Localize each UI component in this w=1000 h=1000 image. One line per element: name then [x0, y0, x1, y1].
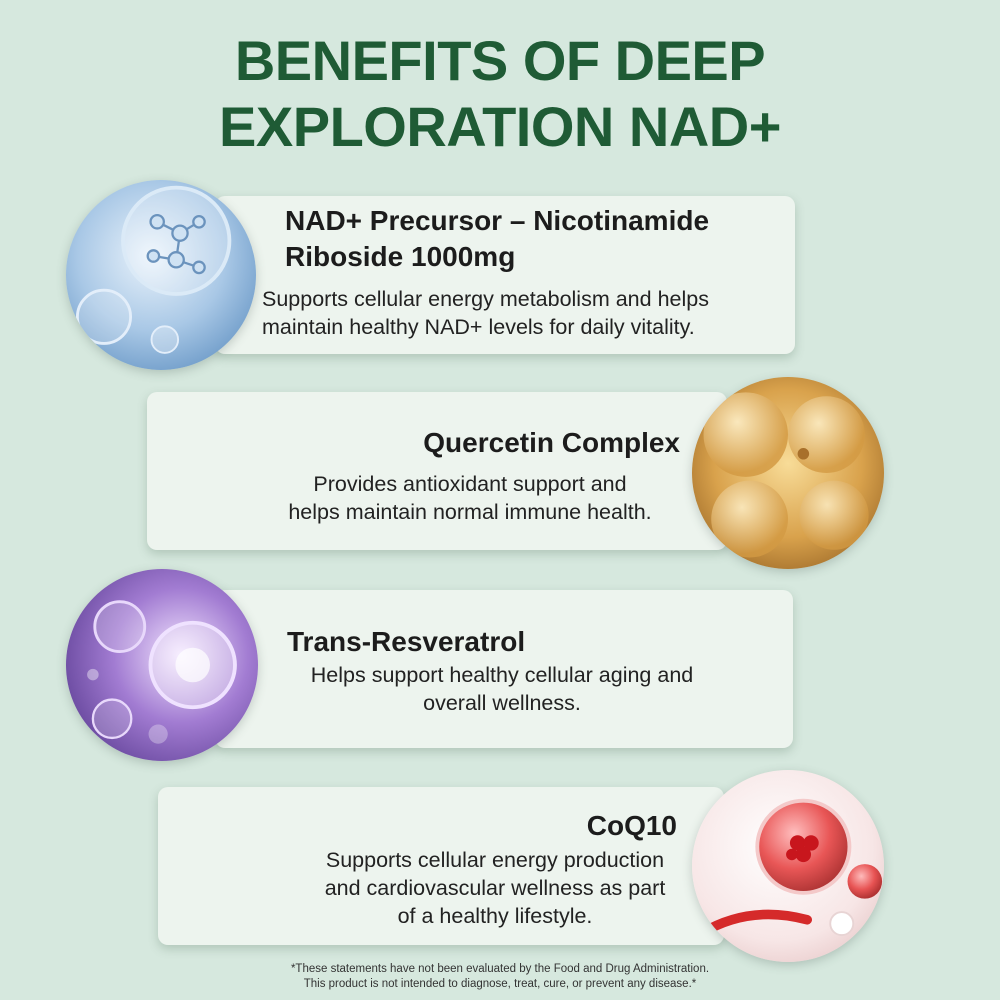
- page-title: BENEFITS OF DEEP EXPLORATION NAD+: [0, 28, 1000, 160]
- blue-molecule-bubble-icon: [66, 180, 256, 370]
- disclaimer-line-1: *These statements have not been evaluate…: [290, 963, 710, 975]
- benefit-title-line: NAD+ Precursor – Nicotinamide: [285, 205, 710, 236]
- benefit-title-line: Quercetin Complex: [423, 427, 680, 458]
- benefit-title-coq10: CoQ10: [380, 808, 677, 844]
- benefit-desc-line: maintain healthy NAD+ levels for daily v…: [262, 315, 695, 339]
- benefit-title-quercetin: Quercetin Complex: [300, 425, 680, 461]
- disclaimer-line-2: This product is not intended to diagnose…: [303, 978, 697, 990]
- benefit-title-line: Riboside 1000mg: [285, 241, 516, 272]
- benefit-desc-line: Supports cellular energy metabolism and …: [262, 287, 709, 311]
- benefit-desc-coq10: Supports cellular energy production and …: [290, 846, 700, 930]
- red-capsule-icon: [692, 770, 884, 962]
- benefit-desc-line: Helps support healthy cellular aging and: [310, 663, 694, 687]
- page-title-line-2: EXPLORATION NAD+: [219, 95, 781, 158]
- benefit-desc-line: overall wellness.: [423, 691, 581, 715]
- benefit-desc-line: of a healthy lifestyle.: [397, 904, 593, 928]
- benefit-desc-nad-precursor: Supports cellular energy metabolism and …: [262, 285, 787, 341]
- benefit-title-line: CoQ10: [586, 810, 677, 841]
- benefit-desc-line: and cardiovascular wellness as part: [324, 876, 666, 900]
- fda-disclaimer: *These statements have not been evaluate…: [0, 962, 1000, 992]
- benefit-card-nad-precursor: [215, 196, 795, 354]
- benefit-desc-resveratrol: Helps support healthy cellular aging and…: [262, 661, 742, 717]
- benefit-card-coq10: [158, 787, 724, 945]
- benefit-title-line: Trans-Resveratrol: [287, 626, 526, 657]
- benefit-card-quercetin: [147, 392, 727, 550]
- benefit-card-resveratrol: [215, 590, 793, 748]
- page-title-line-1: BENEFITS OF DEEP: [234, 29, 766, 92]
- benefit-desc-line: Provides antioxidant support and: [313, 472, 627, 496]
- golden-oil-bubbles-icon: [692, 377, 884, 569]
- benefit-title-resveratrol: Trans-Resveratrol: [287, 624, 737, 660]
- benefit-desc-line: Supports cellular energy production: [325, 848, 665, 872]
- benefit-desc-quercetin: Provides antioxidant support and helps m…: [240, 470, 700, 526]
- benefit-title-nad-precursor: NAD+ Precursor – Nicotinamide Riboside 1…: [285, 203, 785, 275]
- purple-bubbles-icon: [66, 569, 258, 761]
- benefit-desc-line: helps maintain normal immune health.: [288, 500, 652, 524]
